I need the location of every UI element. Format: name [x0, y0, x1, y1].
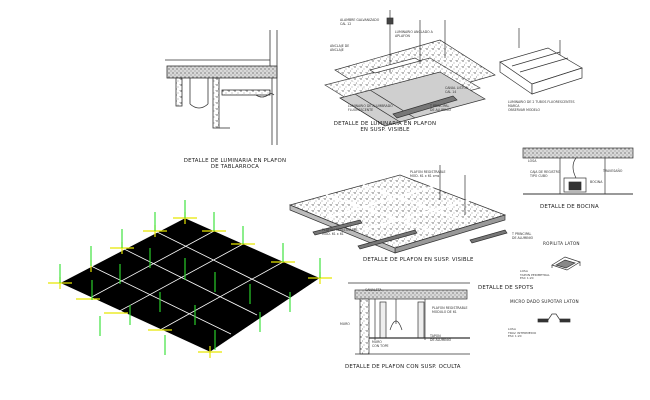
note-anclaje: ANCLAJE DE ANCLAJE: [330, 44, 349, 52]
note-line: LOSA: [520, 269, 528, 273]
note-line: T PRINCIPAL: [430, 104, 450, 108]
note-luminario-tubos: LUMINARIO DE 2 TUBOS FLUORESCENTES MARCA…: [508, 100, 575, 112]
bocina-section: [522, 147, 634, 195]
note-line: ANCLAJE DE: [330, 44, 350, 48]
note-trav-intermedio: LOSA TRAV. INTERMEDIO ESC 1:20: [508, 327, 537, 339]
note-plafon-mod: PLAFON REGISTRABLE MOD. 61 x 61: [322, 228, 358, 236]
caption-plafon-visible: DETALLE DE PLAFON EN SUSP. VISIBLE: [363, 257, 474, 263]
note-line: TRAV. INTERMEDIO: [508, 330, 537, 335]
note-plafon-modulo: PLAFON REGISTRABLE MODULO DE 61: [432, 306, 468, 314]
caption-line-2: DE TABLARROCA: [210, 164, 260, 170]
caption-spots: DETALLE DE SPOTS: [478, 285, 534, 291]
note-t-principal-2: T PRINCIPAL DE ALUMINIO: [512, 232, 533, 240]
note-line: LOSA: [528, 159, 537, 163]
note-line: DE ALUMINIO: [512, 236, 534, 240]
note-losa: LOSA: [528, 159, 536, 163]
note-line: CANAL LISTON: [445, 86, 469, 90]
note-line: LUMINARIO DE 2 TUBOS FLUORESCENTES: [508, 100, 575, 104]
note-line: APLAFON: [395, 34, 410, 38]
note-line: PLAFON REGISTRABLE: [410, 170, 446, 174]
note-muro: MURO: [340, 322, 350, 326]
note-caja-registro: CAJA DE REGISTRO TIPO CUBO: [530, 170, 560, 178]
note-line: TAPON: [430, 334, 441, 338]
ceiling-grid-black: [48, 200, 332, 358]
note-line: ESC 1:20: [508, 334, 522, 339]
note-line: MOD. 61 x 61: [322, 232, 344, 236]
note-line: CON TOPE: [372, 344, 389, 348]
note-line: LUMINARIO DE ALUMBRADO: [348, 104, 393, 108]
note-line: PLAFON REGISTRABLE: [322, 228, 358, 232]
note-line: MODULO DE 61: [432, 310, 457, 314]
note-tapon-perimetral: LOSA TAPON PERIMETRAL ESC 1:20: [520, 269, 550, 281]
note-line: DE ALUMINIO: [430, 338, 452, 342]
note-line: TIPO CUBO: [530, 174, 548, 178]
note-line: TAPON PERIMETRAL: [520, 272, 550, 277]
note-line: DE ALUMINIO: [430, 108, 452, 112]
caption-luminaria-tablarroca: DETALLE DE LUMINARIA EN PLAFON DE TABLAR…: [180, 158, 290, 170]
note-luminario-anclado: LUMINARIO ANCLADO A APLAFON: [395, 30, 433, 38]
note-tapon: TAPON DE ALUMINIO: [430, 334, 451, 342]
note-canaleta: CANALETA: [365, 288, 382, 292]
note-luminario-alumbrado: LUMINARIO DE ALUMBRADO FLUORESCENTE: [348, 104, 393, 112]
note-line: LOSA: [508, 327, 516, 331]
note-line: MURO: [372, 340, 382, 344]
note-canal-liston: CANAL LISTON CAL 14: [445, 86, 468, 94]
note-line: CAL 14: [445, 90, 457, 94]
note-line: ANCLAJE: [330, 48, 344, 52]
note-line: CAL 12: [340, 22, 352, 26]
note-t-principal: T PRINCIPAL DE ALUMINIO: [430, 104, 451, 112]
note-plafon-registrable: PLAFON REGISTRABLE MOD. 61 x 61 cms: [410, 170, 446, 178]
note-line: OBSERVAR MODELO: [508, 108, 540, 112]
note-alambre: ALAMBRE GALVANIZADO CAL 12: [340, 18, 379, 26]
luminaria-tablarroca-section: [165, 30, 278, 145]
note-line: T PRINCIPAL: [512, 232, 532, 236]
note-line: BOCINA: [590, 180, 603, 184]
note-line: ESC 1:20: [520, 276, 534, 281]
note-bocina: BOCINA: [590, 180, 602, 184]
caption-line-2: EN SUSP. VISIBLE: [360, 127, 410, 133]
note-muro-tope: MURO CON TOPE: [372, 340, 389, 348]
caption-bocina: DETALLE DE BOCINA: [540, 204, 599, 210]
note-line: CAJA DE REGISTRO: [530, 170, 561, 174]
plafon-visible-iso: [288, 165, 508, 254]
note-losa-travesano: TRAVESAÑO: [603, 169, 622, 173]
note-line: ALAMBRE GALVANIZADO: [340, 18, 380, 22]
note-line: MOD. 61 x 61 cms: [410, 174, 440, 178]
caption-plafon-oculta: DETALLE DE PLAFON CON SUSP. OCULTA: [345, 364, 461, 370]
note-line: TRAVESAÑO: [603, 169, 623, 173]
note-line: MARCA: [508, 104, 520, 108]
caption-line-1: DETALLE DE LUMINARIA EN PLAFON: [183, 158, 287, 164]
luminaria-visible-iso: [324, 10, 496, 127]
caption-rodete-laton: ROPILITA LATON: [543, 241, 580, 246]
note-line: PLAFON REGISTRABLE: [432, 306, 468, 310]
plafon-oculta-section: [348, 282, 470, 355]
spot-trim-details: [537, 256, 581, 323]
luminaire-3d: [499, 28, 583, 95]
note-line: FLUORESCENTE: [348, 108, 374, 112]
note-line: MURO: [340, 322, 350, 326]
caption-line-1: DETALLE DE LUMINARIA EN PLAFON: [333, 121, 437, 127]
caption-micro-dado: MICRO DADO SUPOTAR LATON: [510, 299, 579, 304]
note-line: LUMINARIO ANCLADO A: [395, 30, 433, 34]
note-line: CANALETA: [365, 288, 382, 292]
caption-luminaria-visible: DETALLE DE LUMINARIA EN PLAFON EN SUSP. …: [330, 121, 440, 133]
